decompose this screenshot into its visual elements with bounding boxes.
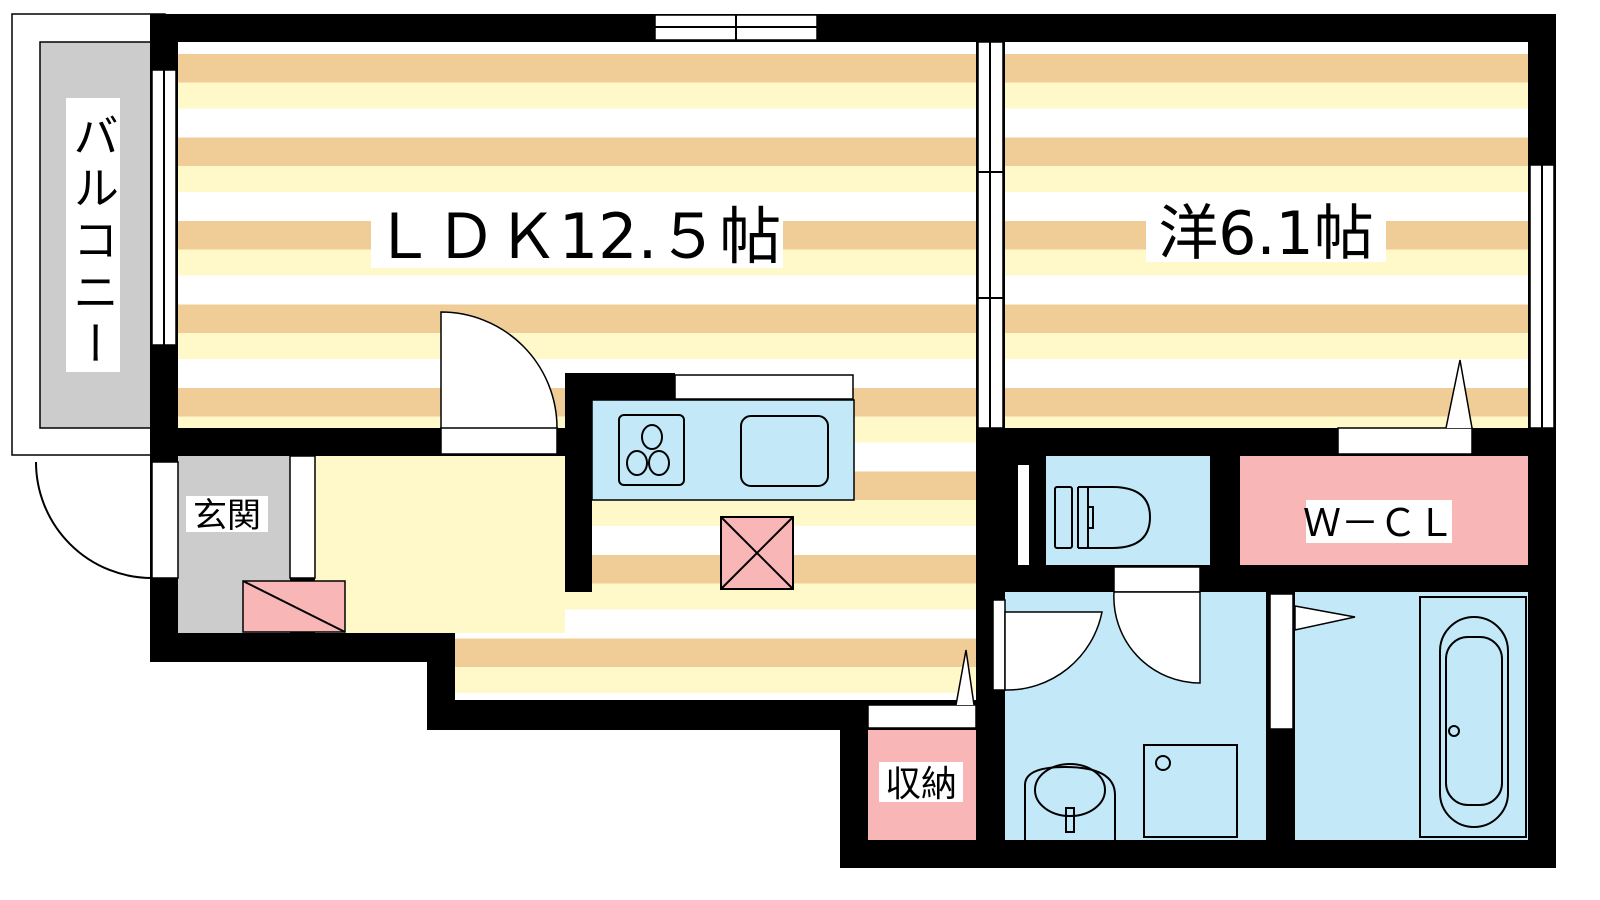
wcl-room: Ｗ－ＣＬ (1240, 456, 1528, 565)
wall (1266, 731, 1295, 840)
western-label-bg (1146, 198, 1386, 262)
window-top (654, 14, 818, 41)
washbasin-icon (1024, 763, 1116, 840)
western-label: 洋6.1帖 (1158, 199, 1373, 269)
ldk-label-bg (371, 198, 783, 268)
entry-door-icon (35, 461, 179, 579)
ldk-room: ＬＤＫ12.５帖 (178, 42, 976, 700)
entrance-label: 玄関 (193, 496, 261, 536)
shoe-cabinet (289, 455, 316, 579)
bathroom-floor (1295, 592, 1528, 840)
sink-icon (740, 415, 829, 487)
wcl-label-bg (1306, 500, 1452, 543)
storage-label: 収納 (885, 764, 957, 805)
toilet-icon (1054, 486, 1152, 549)
washing-machine-icon (1143, 744, 1238, 838)
storage-door-handle (955, 649, 975, 706)
balcony-label-bg (66, 98, 120, 372)
entrance: 玄関 (35, 427, 565, 633)
balcony: バルコニー (11, 13, 166, 456)
balcony-label: バルコニー (66, 112, 120, 372)
storage-door (867, 704, 977, 729)
bathtub-icon (1419, 596, 1527, 838)
doorway (440, 427, 558, 455)
bath-door-handle (1294, 605, 1356, 631)
wcl-label: Ｗ－ＣＬ (1303, 501, 1455, 545)
shoe-box-icon (242, 580, 346, 633)
ldk-label: ＬＤＫ12.５帖 (373, 200, 782, 273)
entrance-label-bg (186, 496, 268, 532)
toilet-room (1018, 456, 1210, 593)
toilet-door-icon (1113, 591, 1201, 684)
stove-icon (618, 414, 685, 486)
fridge-space-icon (720, 516, 794, 590)
storage-label-bg (879, 762, 963, 802)
closet-door-icon (1337, 359, 1473, 455)
toilet-doorway (1113, 566, 1201, 593)
bath-door (1269, 593, 1294, 730)
washroom (992, 591, 1266, 840)
western-room: 洋6.1帖 (977, 41, 1528, 455)
hall-floor (315, 456, 565, 633)
toilet-door (1018, 465, 1029, 565)
sliding-door-icon (977, 41, 1004, 429)
window-left (151, 69, 177, 346)
window-right (1529, 164, 1555, 429)
kitchen-wall-side (565, 373, 592, 592)
kitchen-shelf (674, 374, 854, 400)
bathroom (1266, 592, 1528, 840)
storage-room: 収納 (867, 649, 977, 840)
door-icon (992, 599, 1103, 691)
